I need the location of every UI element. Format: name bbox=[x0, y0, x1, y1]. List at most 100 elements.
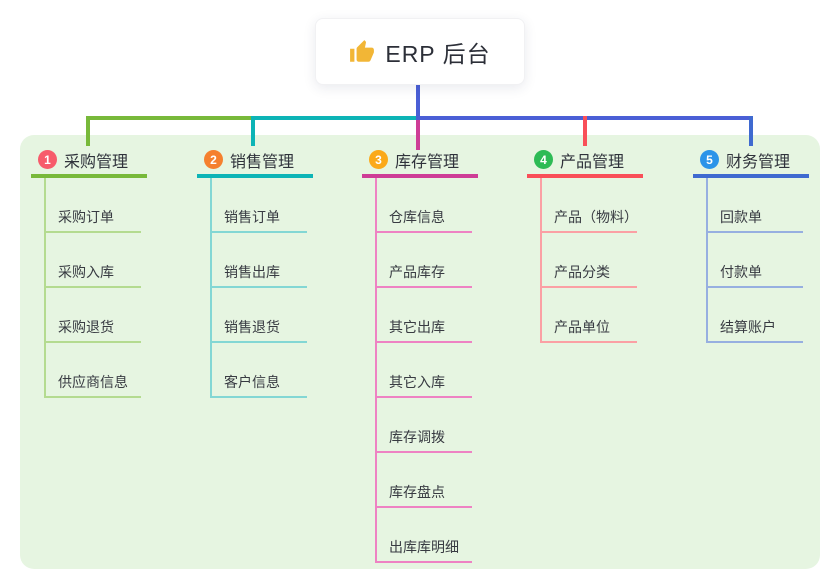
node-label: 销售退货 bbox=[224, 319, 280, 335]
branch-number-badge: 4 bbox=[534, 150, 553, 169]
branch-sales: 2 销售管理 销售订单 销售出库 销售退货 客户信息 bbox=[197, 150, 313, 398]
node-label: 销售出库 bbox=[224, 264, 280, 280]
node-customer-info[interactable]: 客户信息 bbox=[197, 343, 313, 398]
branch-label: 销售管理 bbox=[230, 153, 295, 171]
node-underline bbox=[540, 341, 637, 343]
node-purchase-inbound[interactable]: 采购入库 bbox=[31, 233, 147, 288]
node-underline bbox=[44, 286, 141, 288]
node-product-unit[interactable]: 产品单位 bbox=[527, 288, 643, 343]
node-label: 产品（物料） bbox=[554, 209, 638, 225]
branch-sales-header[interactable]: 2 销售管理 bbox=[197, 150, 313, 178]
node-label: 产品库存 bbox=[389, 264, 445, 280]
node-label: 产品单位 bbox=[554, 319, 610, 335]
node-underline bbox=[375, 341, 472, 343]
node-label: 客户信息 bbox=[224, 374, 280, 390]
node-label: 其它出库 bbox=[389, 319, 445, 335]
branch-label: 产品管理 bbox=[560, 153, 625, 171]
branch-finance-header[interactable]: 5 财务管理 bbox=[693, 150, 809, 178]
node-underline bbox=[706, 286, 803, 288]
node-product-stock[interactable]: 产品库存 bbox=[362, 233, 478, 288]
node-label: 库存盘点 bbox=[389, 484, 445, 500]
node-label: 销售订单 bbox=[224, 209, 280, 225]
connector-drop-purchase bbox=[86, 116, 90, 146]
node-underline bbox=[44, 396, 141, 398]
node-underline bbox=[210, 341, 307, 343]
node-sales-order[interactable]: 销售订单 bbox=[197, 178, 313, 233]
branch-child-connector bbox=[706, 178, 708, 343]
connector-horizontal-green bbox=[86, 116, 253, 120]
node-settlement-account[interactable]: 结算账户 bbox=[693, 288, 809, 343]
node-other-outbound[interactable]: 其它出库 bbox=[362, 288, 478, 343]
node-sales-outbound[interactable]: 销售出库 bbox=[197, 233, 313, 288]
branch-product: 4 产品管理 产品（物料） 产品分类 产品单位 bbox=[527, 150, 643, 343]
node-other-inbound[interactable]: 其它入库 bbox=[362, 343, 478, 398]
node-sales-return[interactable]: 销售退货 bbox=[197, 288, 313, 343]
node-stock-check[interactable]: 库存盘点 bbox=[362, 453, 478, 508]
branch-number-badge: 3 bbox=[369, 150, 388, 169]
connector-drop-product bbox=[583, 116, 587, 146]
node-underline bbox=[210, 396, 307, 398]
node-underline bbox=[44, 231, 141, 233]
node-underline bbox=[375, 506, 472, 508]
connector-root-stem bbox=[416, 83, 420, 120]
connector-drop-finance bbox=[749, 116, 753, 146]
node-stock-transfer[interactable]: 库存调拨 bbox=[362, 398, 478, 453]
branch-label: 采购管理 bbox=[64, 153, 129, 171]
node-product-material[interactable]: 产品（物料） bbox=[527, 178, 643, 233]
connector-drop-sales bbox=[251, 116, 255, 146]
branch-purchase-header[interactable]: 1 采购管理 bbox=[31, 150, 147, 178]
node-label: 供应商信息 bbox=[58, 374, 128, 390]
connector-horizontal-teal bbox=[253, 116, 417, 120]
node-label: 结算账户 bbox=[720, 319, 776, 335]
branch-number-badge: 2 bbox=[204, 150, 223, 169]
node-product-category[interactable]: 产品分类 bbox=[527, 233, 643, 288]
branch-purchase: 1 采购管理 采购订单 采购入库 采购退货 供应商信息 bbox=[31, 150, 147, 398]
node-receipt-doc[interactable]: 回款单 bbox=[693, 178, 809, 233]
node-underline bbox=[210, 286, 307, 288]
branch-child-connector bbox=[210, 178, 212, 398]
branch-child-connector bbox=[540, 178, 542, 343]
node-label: 付款单 bbox=[720, 264, 762, 280]
node-underline bbox=[210, 231, 307, 233]
branch-finance: 5 财务管理 回款单 付款单 结算账户 bbox=[693, 150, 809, 343]
node-underline bbox=[375, 231, 472, 233]
branch-label: 财务管理 bbox=[726, 153, 791, 171]
branch-number-badge: 1 bbox=[38, 150, 57, 169]
branches-background-panel bbox=[20, 135, 820, 569]
branch-child-connector bbox=[375, 178, 377, 563]
branch-inventory-header[interactable]: 3 库存管理 bbox=[362, 150, 478, 178]
node-underline bbox=[706, 231, 803, 233]
node-supplier-info[interactable]: 供应商信息 bbox=[31, 343, 147, 398]
branch-product-header[interactable]: 4 产品管理 bbox=[527, 150, 643, 178]
node-purchase-order[interactable]: 采购订单 bbox=[31, 178, 147, 233]
root-title: ERP 后台 bbox=[385, 40, 491, 67]
node-underline bbox=[375, 396, 472, 398]
branch-child-connector bbox=[44, 178, 46, 398]
connector-drop-inventory bbox=[416, 120, 420, 150]
node-label: 出库库明细 bbox=[389, 539, 459, 555]
thumbs-up-icon bbox=[349, 39, 375, 65]
branch-number-badge: 5 bbox=[700, 150, 719, 169]
branch-inventory: 3 库存管理 仓库信息 产品库存 其它出库 其它入库 库存调拨 bbox=[362, 150, 478, 563]
branch-label: 库存管理 bbox=[395, 153, 460, 171]
root-node[interactable]: ERP 后台 bbox=[315, 18, 525, 85]
node-label: 仓库信息 bbox=[389, 209, 445, 225]
node-label: 采购退货 bbox=[58, 319, 114, 335]
node-payment-doc[interactable]: 付款单 bbox=[693, 233, 809, 288]
node-underline bbox=[540, 231, 637, 233]
node-label: 采购入库 bbox=[58, 264, 114, 280]
node-underline bbox=[375, 286, 472, 288]
node-purchase-return[interactable]: 采购退货 bbox=[31, 288, 147, 343]
node-label: 库存调拨 bbox=[389, 429, 445, 445]
node-label: 其它入库 bbox=[389, 374, 445, 390]
node-underline bbox=[375, 561, 472, 563]
node-label: 产品分类 bbox=[554, 264, 610, 280]
node-underline bbox=[375, 451, 472, 453]
node-underline bbox=[706, 341, 803, 343]
node-label: 回款单 bbox=[720, 209, 762, 225]
node-label: 采购订单 bbox=[58, 209, 114, 225]
node-inout-detail[interactable]: 出库库明细 bbox=[362, 508, 478, 563]
node-warehouse-info[interactable]: 仓库信息 bbox=[362, 178, 478, 233]
node-underline bbox=[540, 286, 637, 288]
